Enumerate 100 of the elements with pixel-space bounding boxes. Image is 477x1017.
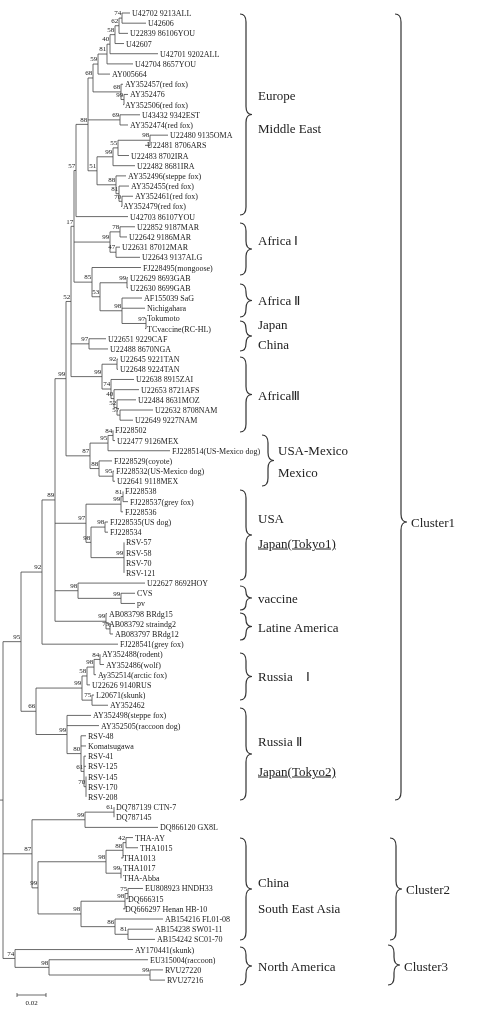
taxon-label: L20671(skunk) [96, 690, 146, 700]
taxon-label: FJ228532(US-Mexico dog) [116, 466, 205, 476]
taxon-label: U22484 8631MOZ [138, 395, 200, 405]
taxon-label: THA1013 [123, 853, 156, 863]
taxon-label: U22630 8699GAB [130, 283, 191, 293]
taxon-label: AY352486(wolf) [106, 660, 161, 669]
taxon-label: AY005664 [112, 69, 147, 79]
taxon-label: U42606 [148, 18, 174, 28]
taxon-label: AB083792 straindg2 [109, 619, 176, 629]
taxon-label: U22477 9126MEX [117, 436, 179, 446]
taxon-label: U42703 86107YOU [130, 212, 196, 222]
taxon-label: U22653 8721AFS [141, 385, 200, 395]
taxon-label: RSV-208 [88, 792, 118, 802]
clade-label: Japan(Tokyo2) [258, 763, 336, 779]
taxon-label: AY352496(steppe fox) [128, 171, 202, 181]
taxon-label: U22481 8706ARS [147, 140, 207, 150]
clade-label: Japan(Tokyo1) [258, 535, 336, 551]
taxon-label: RSV-145 [88, 772, 118, 781]
clade-label: South East Asia [258, 900, 341, 916]
taxon-label: THA-AY [135, 833, 165, 843]
taxon-label: AB154242 SC01-70 [157, 934, 223, 944]
taxon-label: U22626 9140RUS [92, 680, 152, 690]
taxon-label: U22852 9187MAR [137, 222, 199, 232]
taxon-label: AY352479(red fox) [123, 201, 187, 211]
taxon-label: DQ787145 [116, 812, 152, 822]
taxon-label: FJ228502 [115, 425, 147, 435]
taxon-label: RSV-48 [88, 731, 114, 741]
cluster-label: Cluster3 [404, 958, 449, 974]
taxon-label: AB154238 SW01-11 [155, 924, 223, 934]
taxon-label: Tokumoto [147, 313, 180, 323]
taxon-label: TCvaccine(RC-HL) [147, 324, 211, 334]
taxon-label: FJ228514(US-Mexico dog) [172, 446, 261, 456]
taxon-label: U42704 8657YOU [135, 59, 197, 69]
taxon-label: U22488 8670NGA [110, 344, 172, 354]
taxon-label: RSV-41 [88, 751, 114, 761]
taxon-label: RSV-170 [88, 782, 118, 792]
taxon-label: U22483 8702IRA [131, 151, 189, 160]
taxon-label: U22642 9186MAR [129, 232, 191, 242]
taxon-label: pv [137, 598, 145, 608]
taxon-label: AY352506(red fox) [125, 100, 189, 110]
taxon-label: U22839 86106YOU [130, 28, 196, 38]
clade-label: Mexico [278, 464, 318, 480]
taxon-label: Nichigahara [147, 303, 187, 313]
taxon-label: EU315004(raccoon) [150, 955, 216, 965]
taxon-label: AY352457(red fox) [125, 79, 189, 89]
taxon-label: RSV-121 [126, 568, 156, 578]
taxon-label: AF155039 SaG [144, 293, 194, 303]
taxon-label: RSV-70 [126, 558, 152, 568]
taxon-label: AY352498(steppe fox) [93, 710, 167, 720]
taxon-label: DQ866120 GX8L [160, 822, 218, 832]
taxon-label: FJ228541(grey fox) [120, 639, 184, 649]
clade-label: Japan [258, 316, 288, 332]
taxon-label: THA1015 [140, 843, 173, 853]
taxon-label: RSV-58 [126, 548, 152, 558]
taxon-label: U22641 9118MEX [117, 476, 179, 486]
taxon-label: U42702 9213ALL [132, 8, 192, 18]
taxon-label: DQ666297 Henan HB-10 [125, 904, 208, 914]
cluster-label: Cluster1 [411, 514, 456, 530]
taxon-label: FJ228537(grey fox) [130, 497, 194, 507]
clade-label: China [258, 874, 290, 890]
clade-label: Africa Ⅱ [258, 292, 301, 308]
taxon-label: AY352461(red fox) [135, 191, 199, 201]
taxon-label: U22632 8708NAM [155, 405, 218, 415]
taxon-label: U22482 8681IRA [137, 161, 195, 171]
taxon-label: U22649 9227NAM [135, 415, 198, 425]
taxon-label: Komatsugawa [88, 741, 134, 751]
clade-label: Russia Ⅱ [258, 733, 302, 749]
taxon-label: U43432 9342EST [142, 110, 200, 120]
clade-label: Middle East [258, 120, 322, 136]
clade-label: China [258, 336, 290, 352]
clade-label: vaccine [258, 590, 298, 606]
taxon-label: U22651 9229CAF [108, 334, 168, 344]
taxon-label: FJ228495(mongoose) [143, 263, 213, 272]
clade-label: Latine America [258, 619, 339, 635]
clade-label: Europe [258, 87, 296, 103]
taxon-label: FJ228538 [125, 486, 157, 496]
clade-label: Africa Ⅰ [258, 232, 299, 248]
clade-label: USA [258, 510, 284, 526]
taxon-label: FJ228535(US dog) [110, 517, 172, 527]
taxon-label: AY352474(red fox) [130, 120, 194, 130]
taxon-label: U22643 9137ALG [142, 252, 203, 262]
taxon-label: FJ228536 [125, 507, 157, 517]
cluster-label: Cluster2 [406, 881, 451, 897]
taxon-label: RSV-125 [88, 761, 118, 771]
taxon-label: AY352462 [110, 700, 145, 710]
taxon-label: U22480 9135OMA [170, 130, 233, 140]
taxon-label: THA-Abba [123, 873, 160, 883]
taxon-label: DQ666315 [128, 894, 164, 904]
clade-label: North America [258, 958, 336, 974]
taxon-label: AY352476 [130, 89, 165, 99]
taxon-label: AB083798 BRdg15 [109, 609, 173, 619]
clade-label: AfricaⅢ [258, 387, 301, 403]
taxon-label: U22627 8692HOY [147, 578, 209, 588]
taxon-label: U42701 9202ALL [160, 49, 220, 59]
taxon-label: RVU27216 [167, 975, 204, 985]
taxon-label: CVS [137, 588, 153, 598]
taxon-label: THA1017 [123, 863, 156, 873]
taxon-label: FJ228534 [110, 527, 142, 537]
taxon-label: U22638 8915ZAI [136, 374, 194, 384]
taxon-label: U22648 9224TAN [120, 364, 180, 374]
